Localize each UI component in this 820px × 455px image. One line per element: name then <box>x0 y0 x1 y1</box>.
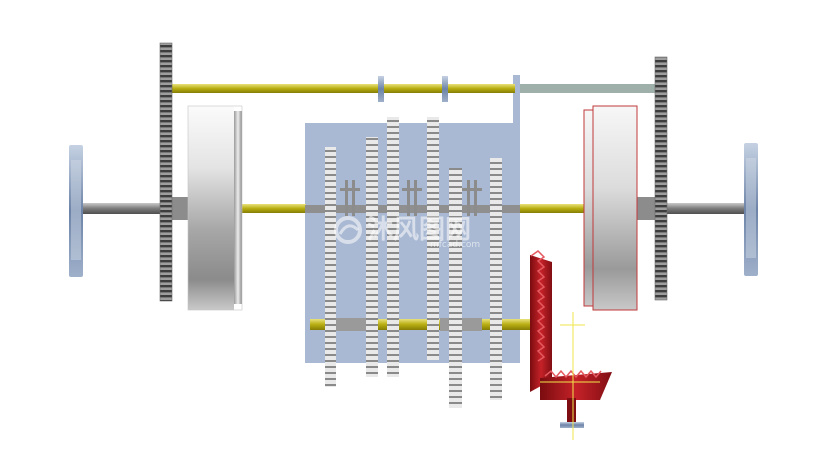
shift-forks <box>340 180 482 216</box>
shaft-collar <box>378 76 384 102</box>
watermark: 沐风图网 mfcad.com <box>334 215 480 250</box>
gear-4 <box>427 117 439 360</box>
right-clutch-drum <box>583 105 638 311</box>
output-flange <box>560 422 584 428</box>
gear-5 <box>449 168 462 408</box>
top-layshaft <box>170 76 657 102</box>
gear-cluster <box>325 117 502 408</box>
gear-3 <box>387 117 399 377</box>
right-end-flange <box>744 143 758 276</box>
bevel-gear-pair <box>530 250 612 428</box>
main-shaft <box>82 197 748 220</box>
left-clutch-drum <box>187 105 243 311</box>
right-large-gear <box>654 56 668 301</box>
left-end-flange <box>69 145 83 277</box>
watermark-sub: mfcad.com <box>430 240 480 250</box>
crosshair-marker <box>540 312 600 440</box>
lower-shaft <box>310 318 540 331</box>
gear-1 <box>325 147 336 387</box>
shaft-collar <box>442 76 448 102</box>
watermark-text: 沐风图网 <box>367 215 471 245</box>
gear-2 <box>366 137 378 377</box>
output-pinion-shaft <box>567 398 576 423</box>
gear-6 <box>490 158 502 400</box>
left-large-gear <box>159 42 173 302</box>
swirl-logo-icon <box>334 216 362 244</box>
